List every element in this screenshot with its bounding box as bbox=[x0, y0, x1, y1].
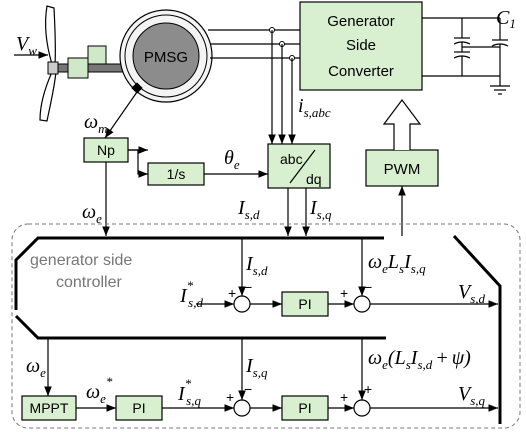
pi-d-block bbox=[281, 291, 329, 317]
plus-sign-d2: + bbox=[340, 285, 348, 301]
isq-label-feedback: Is,q bbox=[245, 355, 268, 380]
omega-e-label-bottom: ωe bbox=[26, 355, 46, 380]
abc-dq-transform-block bbox=[267, 143, 331, 189]
middle-bus bbox=[14, 314, 386, 340]
sum-junction-d-voltage bbox=[353, 295, 371, 313]
controller-label-line1: generator side bbox=[30, 252, 132, 269]
pi-q-label: PI bbox=[298, 400, 311, 416]
plus-sign-d1: + bbox=[228, 285, 236, 301]
plus-sign-q3: + bbox=[364, 381, 372, 397]
mppt-label: MPPT bbox=[30, 400, 69, 416]
sum-junction-d-current bbox=[233, 295, 251, 313]
right-bus bbox=[452, 234, 502, 424]
plus-sign-q2: + bbox=[340, 389, 348, 405]
sum-junction-q-voltage bbox=[353, 399, 371, 417]
gearbox-box-2 bbox=[87, 45, 107, 65]
mppt-block bbox=[21, 395, 77, 421]
vsq-label: Vs,q bbox=[458, 383, 486, 408]
np-integrator-link bbox=[128, 149, 148, 178]
integrator-label: 1/s bbox=[167, 166, 186, 182]
abc-dq-top-label: abc bbox=[280, 151, 303, 167]
isd-label-top: Is,d bbox=[237, 197, 260, 222]
omega-ref-label: ωe* bbox=[86, 374, 113, 406]
wind-speed-label: Vw bbox=[16, 33, 37, 58]
isq-label-top: Is,q bbox=[309, 197, 332, 222]
top-bus bbox=[14, 236, 384, 310]
pwm-block bbox=[365, 149, 439, 187]
pmsg-label: PMSG bbox=[144, 49, 188, 66]
wind-turbine bbox=[39, 5, 59, 122]
abc-dq-bottom-label: dq bbox=[306, 171, 322, 187]
isabc-label: is,abc bbox=[298, 95, 331, 120]
decoupling-d-label: ωeLsIs,q bbox=[368, 251, 426, 276]
isd-label-feedback: Is,d bbox=[245, 253, 268, 278]
sum-junction-q-current bbox=[233, 399, 251, 417]
abc-dq-divider bbox=[289, 149, 316, 184]
pwm-gate-arrow bbox=[382, 99, 422, 150]
decoupling-q-label: ωe(LsIs,d+ψ) bbox=[368, 347, 471, 372]
omega-m-wire bbox=[104, 91, 138, 139]
theta-e-label: θe bbox=[224, 147, 240, 172]
controller-dashed-border bbox=[11, 223, 521, 429]
minus-sign-d: − bbox=[244, 279, 252, 295]
generator-side-converter-block bbox=[299, 1, 423, 91]
converter-label-line2: Side bbox=[346, 37, 376, 54]
minus-sign-d2: − bbox=[364, 279, 372, 295]
isd-ref-label: I*s,d bbox=[179, 278, 203, 310]
omega-e-label-top: ωe bbox=[82, 201, 102, 226]
dc-link-capacitors bbox=[422, 17, 510, 95]
minus-sign-q: − bbox=[244, 381, 252, 397]
pwm-label: PWM bbox=[384, 161, 421, 178]
pi-speed-block bbox=[115, 395, 163, 421]
converter-label-line3: Converter bbox=[328, 63, 394, 80]
isq-ref-label: I*s,q bbox=[177, 376, 201, 408]
pi-d-label: PI bbox=[298, 296, 311, 312]
vsd-label: Vs,d bbox=[458, 281, 486, 306]
pi-speed-label: PI bbox=[132, 400, 145, 416]
controller-label-line2: controller bbox=[56, 274, 122, 291]
omega-m-label: ωm bbox=[84, 111, 108, 136]
converter-label-line1: Generator bbox=[327, 13, 395, 30]
plus-sign-q1: + bbox=[226, 389, 234, 405]
gearbox-box-1 bbox=[67, 57, 89, 79]
pi-q-block bbox=[281, 395, 329, 421]
np-label: Np bbox=[97, 142, 115, 158]
c1-label: C1 bbox=[496, 7, 516, 31]
